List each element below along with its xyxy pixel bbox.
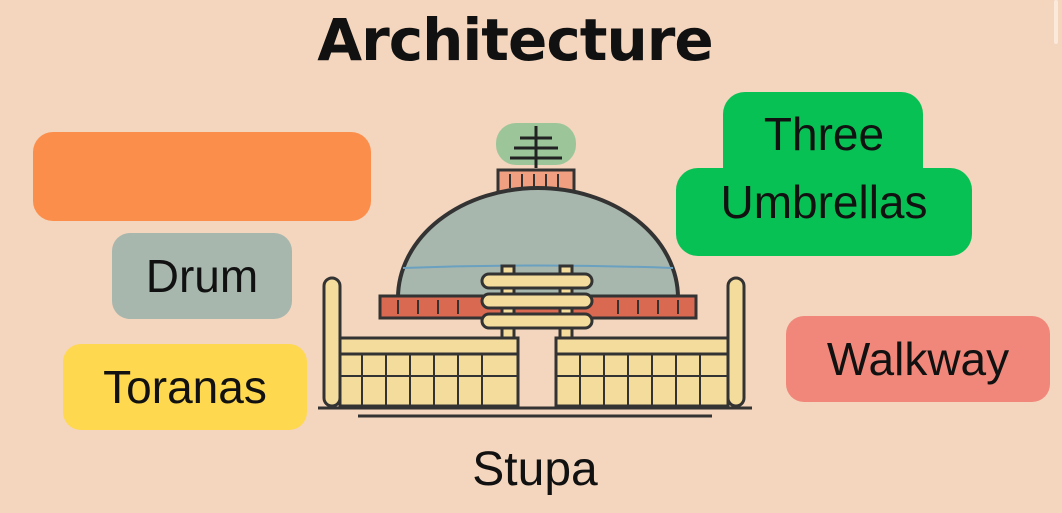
three-umbrellas-label-text: Three Umbrellas [720,108,928,228]
three-umbrellas-label-top [723,92,923,172]
toranas-label: Toranas [63,344,307,430]
walkway-label: Walkway [786,316,1050,402]
stupa-caption: Stupa [472,443,598,496]
dome-icon [395,186,681,300]
railing-icon [322,276,746,408]
chattra-icon [496,123,576,168]
blank-answer-box [33,132,371,221]
base-icon [318,406,752,418]
drum-label: Drum [112,233,292,319]
stupa-illustration [318,123,752,418]
scroll-indicator [1054,0,1058,44]
page-title: Architecture [317,6,713,74]
three-umbrellas-label-bottom [676,168,972,256]
